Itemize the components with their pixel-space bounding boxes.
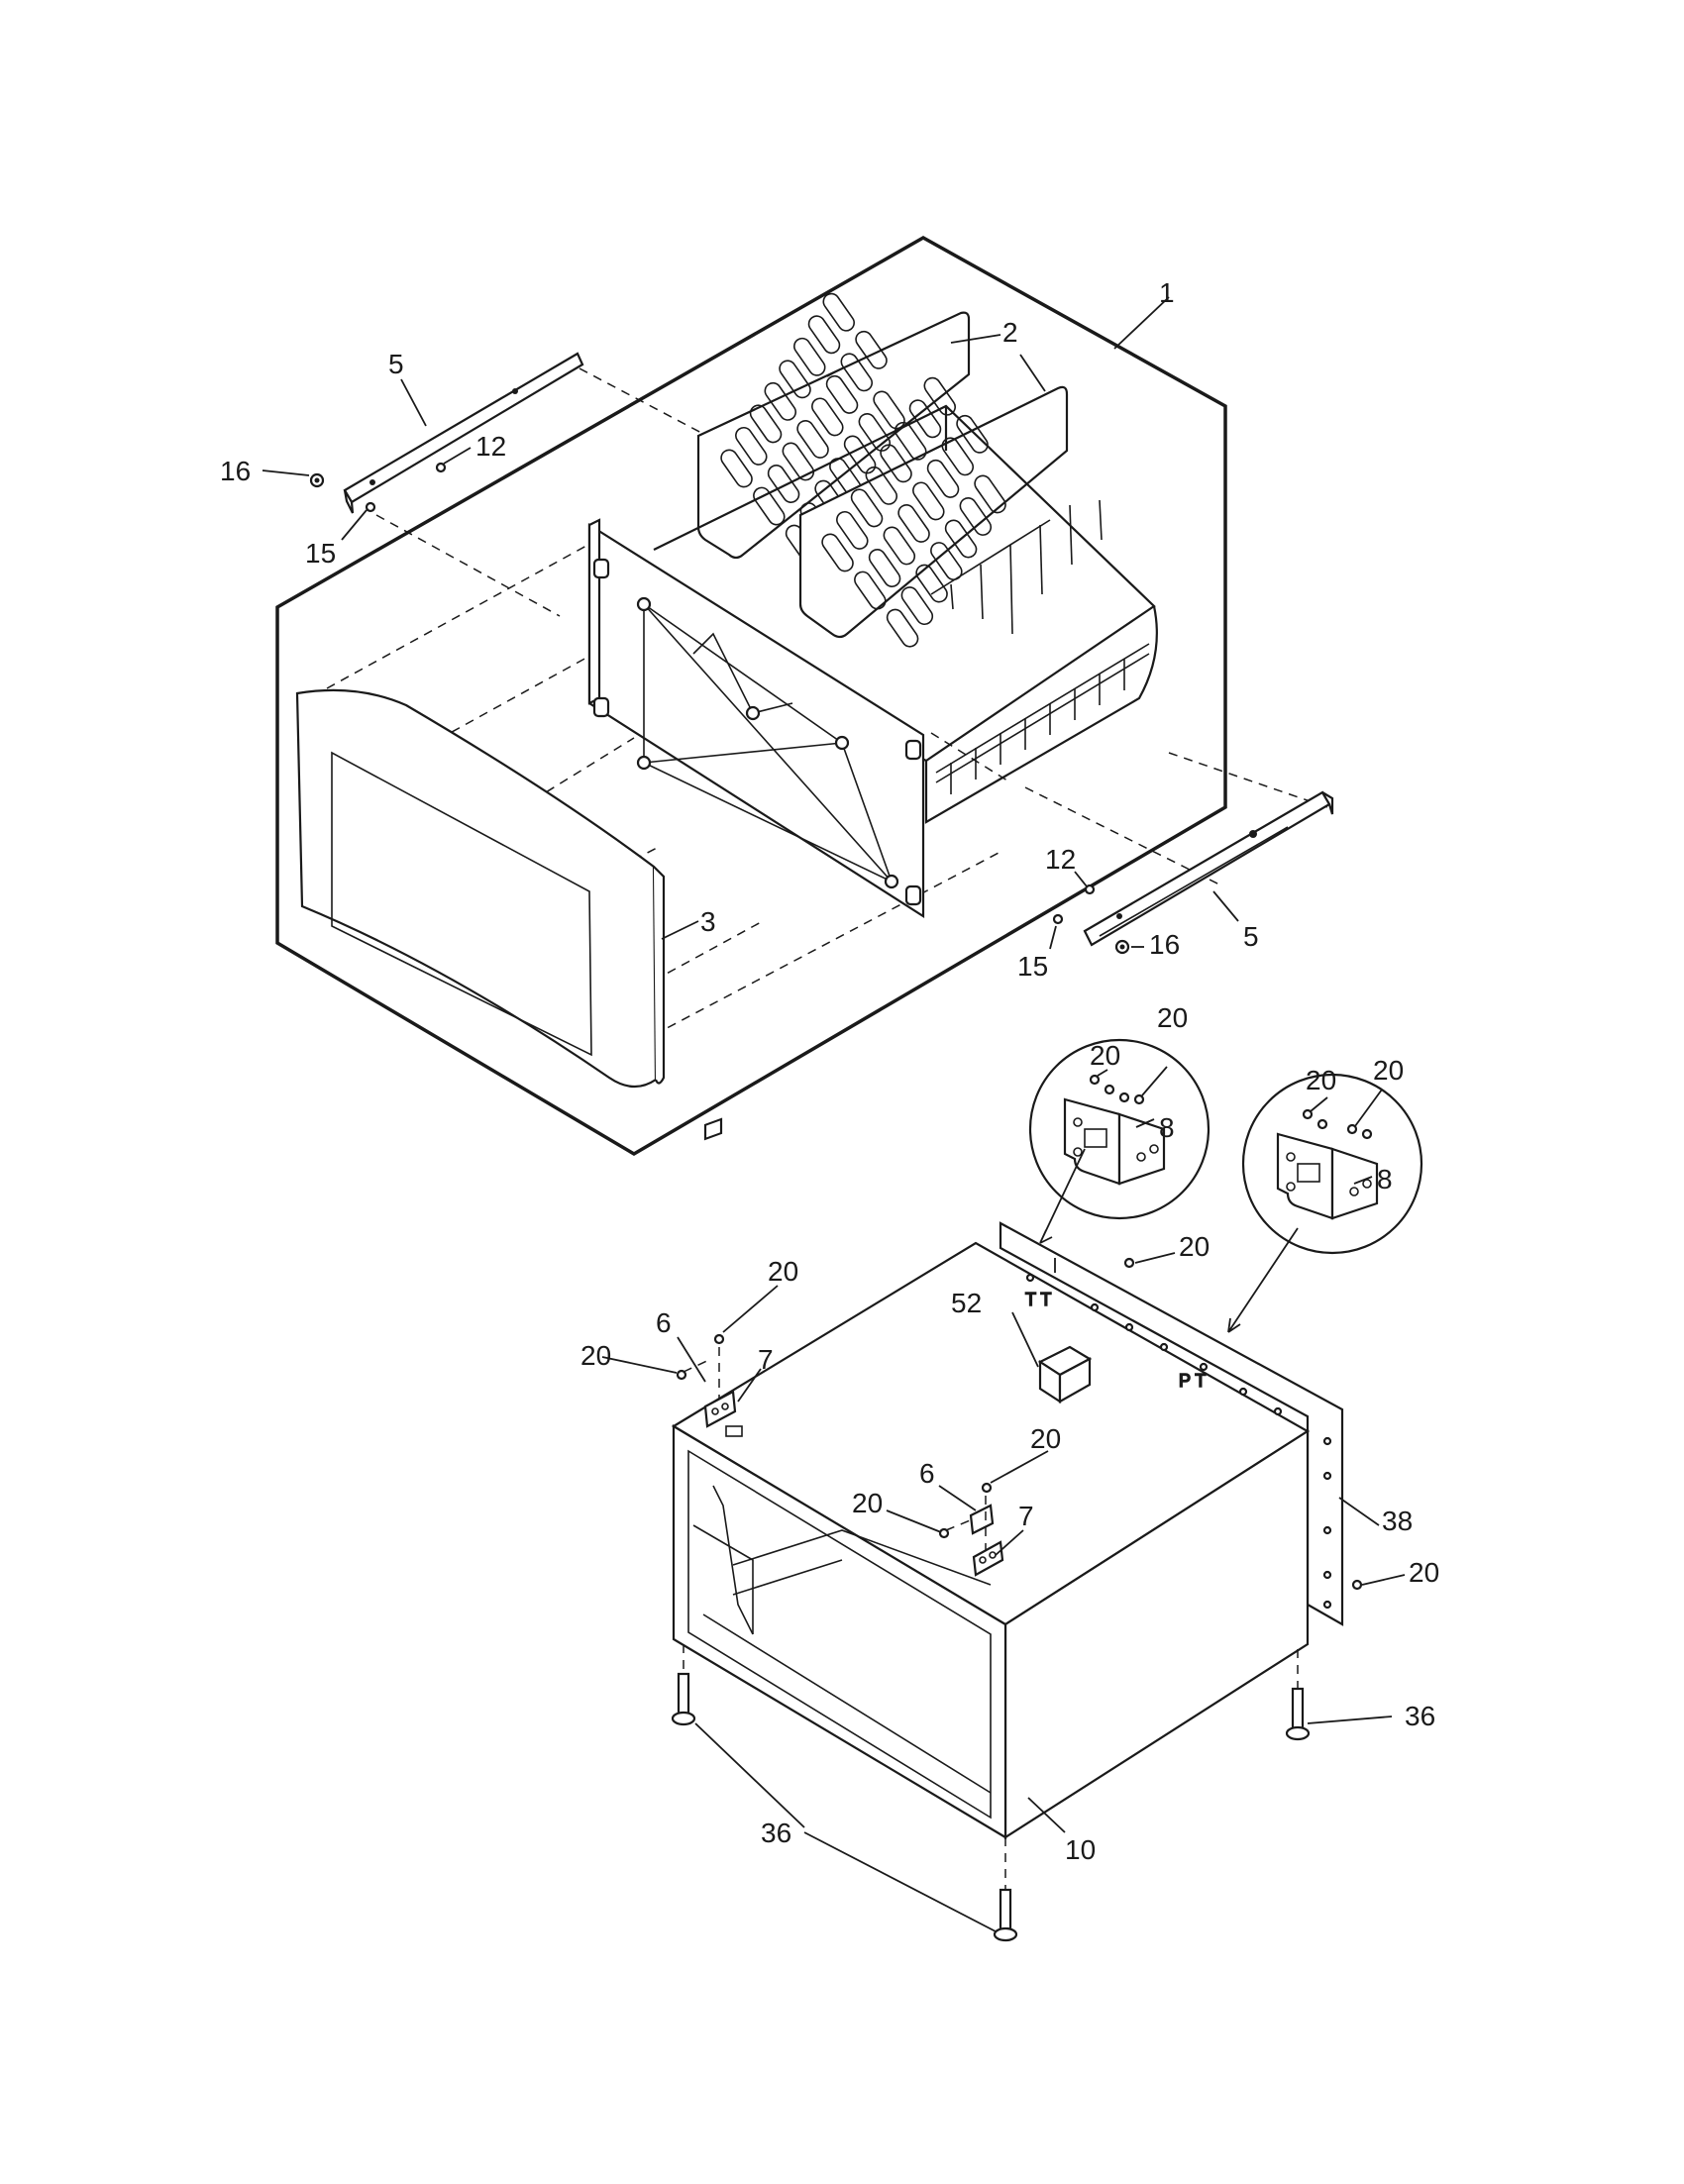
leg-rear-right	[1285, 1649, 1311, 1741]
slide-rail-left	[343, 352, 584, 514]
callout-52: 52	[951, 1288, 982, 1318]
label-block	[1037, 1345, 1093, 1404]
nut-16-right	[1114, 939, 1130, 955]
bracket-left	[676, 1117, 743, 1437]
callout-20-detail-left-a: 20	[1090, 1040, 1120, 1071]
screw-20-right	[1351, 1579, 1363, 1591]
callout-labels: 1 2 3 5 5 12 12 15 15 16 16 20 20 8 20 2…	[220, 277, 1439, 1865]
callout-3: 3	[700, 906, 716, 937]
svg-text:T T: T T	[1025, 1290, 1051, 1309]
drawer-front-panel	[295, 688, 666, 1089]
drawer-frame	[587, 518, 925, 919]
callout-38: 38	[1382, 1506, 1413, 1536]
slide-rail-right	[1083, 790, 1334, 947]
callout-20-detail-right-a: 20	[1306, 1065, 1336, 1095]
callout-16-right: 16	[1149, 929, 1180, 960]
callout-36-right: 36	[1405, 1701, 1435, 1731]
callout-7-left: 7	[758, 1344, 774, 1375]
callout-15-left: 15	[305, 538, 336, 569]
callout-12-left: 12	[475, 431, 506, 462]
callout-15-right: 15	[1017, 951, 1048, 982]
callout-20-left-top: 20	[768, 1256, 798, 1287]
drawer-assembly-outline	[275, 235, 1227, 1157]
callout-16-left: 16	[220, 456, 251, 486]
leg-front-right	[993, 1837, 1018, 1942]
callout-1: 1	[1159, 277, 1175, 308]
svg-text:P T: P T	[1179, 1371, 1206, 1391]
callout-20-detail-left-b: 20	[1157, 1002, 1188, 1033]
screw-15-left	[365, 501, 376, 513]
drawer-assembly-group	[275, 235, 1334, 1157]
nut-16-left	[309, 472, 325, 488]
bracket-middle	[938, 1482, 1004, 1577]
callout-20-mid-top: 20	[1030, 1423, 1061, 1454]
callout-2: 2	[1002, 317, 1018, 348]
screw-20-top	[1123, 1257, 1135, 1269]
leg-front-left	[671, 1644, 696, 1726]
screw-15-right	[1052, 913, 1064, 925]
callout-5-right: 5	[1243, 921, 1259, 952]
screw-12-left	[435, 462, 447, 473]
callout-7-mid: 7	[1018, 1501, 1034, 1531]
cabinet-group: T T P T	[671, 1117, 1363, 1942]
callout-8-left: 8	[1159, 1112, 1175, 1143]
callout-20-left-screw: 20	[580, 1340, 611, 1371]
callout-5-left: 5	[388, 349, 404, 379]
callout-20-detail-right-b: 20	[1373, 1055, 1404, 1086]
callout-6-mid: 6	[919, 1458, 935, 1489]
detail-view-left	[1028, 1038, 1210, 1244]
callout-6-left: 6	[656, 1307, 672, 1338]
leader-lines	[262, 296, 1406, 1932]
callout-8-right: 8	[1377, 1164, 1393, 1195]
callout-20-right: 20	[1409, 1557, 1439, 1588]
callout-10: 10	[1065, 1834, 1096, 1865]
divider-panel-front	[798, 376, 1069, 648]
callout-20-top: 20	[1179, 1231, 1210, 1262]
screw-12-right	[1084, 884, 1096, 895]
callout-36-left: 36	[761, 1818, 791, 1848]
callout-12-right: 12	[1045, 844, 1076, 875]
callout-20-mid-left: 20	[852, 1488, 883, 1518]
detail-view-right	[1227, 1073, 1423, 1333]
